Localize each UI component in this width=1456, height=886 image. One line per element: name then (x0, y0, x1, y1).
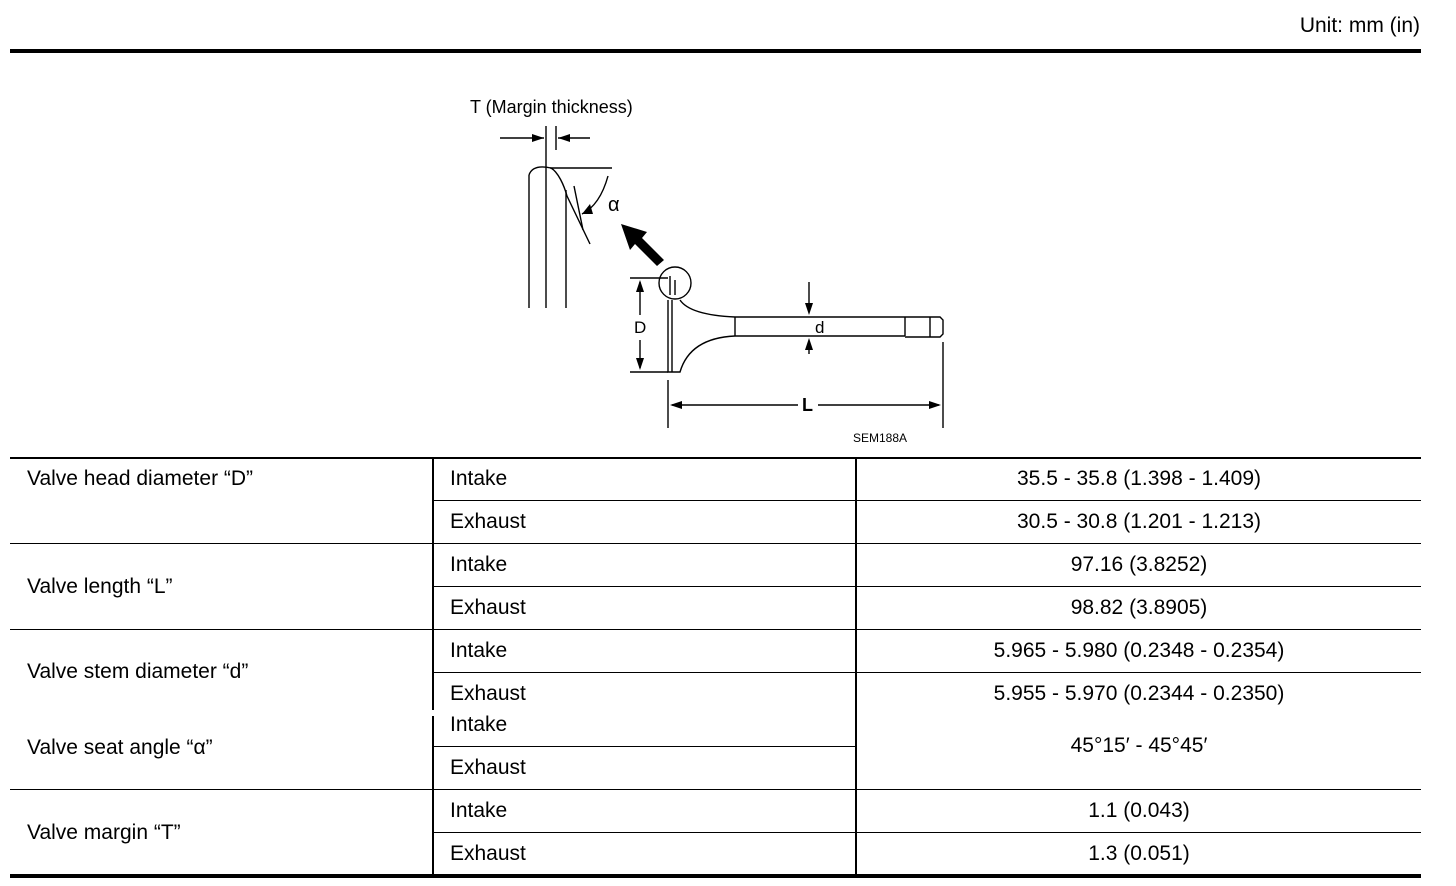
group-divider (10, 789, 1421, 790)
value-cell: 5.965 - 5.980 (0.2348 - 0.2354) (993, 639, 1285, 662)
sub-label: Exhaust (450, 596, 526, 619)
l-length-label: L (802, 395, 813, 415)
item-valve-length: Valve length “L” (27, 575, 173, 598)
item-valve-margin: Valve margin “T” (27, 821, 181, 844)
row-divider (433, 586, 1421, 587)
row-divider (433, 500, 1421, 501)
sub-label: Exhaust (450, 756, 526, 779)
value-cell: 35.5 - 35.8 (1.398 - 1.409) (1017, 467, 1261, 490)
sub-label: Exhaust (450, 682, 526, 705)
bottom-rule (10, 874, 1421, 878)
item-valve-head-diameter: Valve head diameter “D” (27, 467, 254, 490)
callout-t-label: T (Margin thickness) (470, 97, 633, 117)
sub-label: Intake (450, 553, 508, 576)
column-divider (855, 458, 857, 874)
top-rule (10, 49, 1421, 53)
sub-label: Intake (450, 639, 508, 662)
row-divider (433, 746, 856, 747)
column-divider (432, 458, 434, 710)
value-cell: 45°15′ - 45°45′ (1070, 734, 1208, 757)
sub-label: Intake (450, 799, 508, 822)
value-cell: 1.1 (0.043) (1088, 799, 1190, 822)
value-cell: 1.3 (0.051) (1088, 842, 1190, 865)
d-head-label: D (634, 318, 646, 337)
column-divider (432, 716, 434, 874)
value-cell: 5.955 - 5.970 (0.2344 - 0.2350) (993, 682, 1285, 705)
sub-label: Intake (450, 713, 508, 736)
group-divider (10, 629, 1421, 630)
value-cell: 30.5 - 30.8 (1.201 - 1.213) (1017, 510, 1261, 533)
table-top-rule (10, 457, 1421, 459)
row-divider (433, 832, 1421, 833)
alpha-label: α (608, 194, 620, 216)
valve-diagram: T (Margin thickness) α D d L SEM188A (470, 97, 944, 445)
sub-label: Exhaust (450, 510, 526, 533)
unit-label: Unit: mm (in) (1299, 14, 1420, 37)
value-cell: 98.82 (3.8905) (1070, 596, 1208, 619)
row-divider (433, 672, 1421, 673)
item-valve-stem-diameter: Valve stem diameter “d” (27, 660, 249, 683)
group-divider (10, 543, 1421, 544)
value-cell: 97.16 (3.8252) (1070, 553, 1208, 576)
sub-label: Intake (450, 467, 508, 490)
d-stem-label: d (815, 318, 824, 337)
item-valve-seat-angle: Valve seat angle “α” (27, 736, 213, 759)
figure-code: SEM188A (853, 431, 907, 445)
sub-label: Exhaust (450, 842, 526, 865)
